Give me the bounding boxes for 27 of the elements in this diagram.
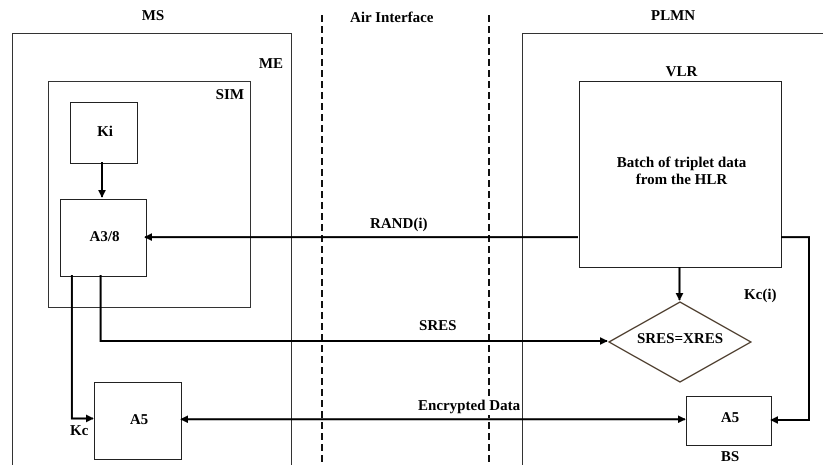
arrow [770, 236, 810, 424]
container-box [48, 81, 251, 308]
arrow [144, 233, 578, 242]
box-label: Batch of triplet data from the HLR [616, 155, 748, 190]
box-label: SRES=XRES [636, 331, 724, 348]
box-label: MS [140, 8, 166, 26]
decision-diamond [608, 301, 752, 383]
process-box [70, 102, 138, 164]
arrow [180, 415, 686, 424]
process-box [60, 199, 147, 277]
box-label: A3/8 [88, 229, 120, 246]
box-label: A5 [128, 412, 150, 430]
edge-label: Encrypted Data [416, 398, 522, 415]
node-caption: BS [720, 449, 740, 465]
process-box [94, 382, 182, 460]
box-label: PLMN [650, 8, 696, 26]
box-heading: VLR [664, 64, 698, 82]
box-label: Ki [96, 124, 114, 142]
arrow [98, 162, 106, 198]
box-label: A5 [720, 410, 740, 428]
arrow [676, 267, 684, 301]
edge-label: Kc(i) [742, 287, 778, 304]
box-label: ME [258, 56, 283, 74]
box-label: SIM [214, 87, 244, 104]
arrow [100, 275, 608, 345]
arrow [70, 275, 94, 422]
edge-label: RAND(i) [368, 216, 430, 233]
